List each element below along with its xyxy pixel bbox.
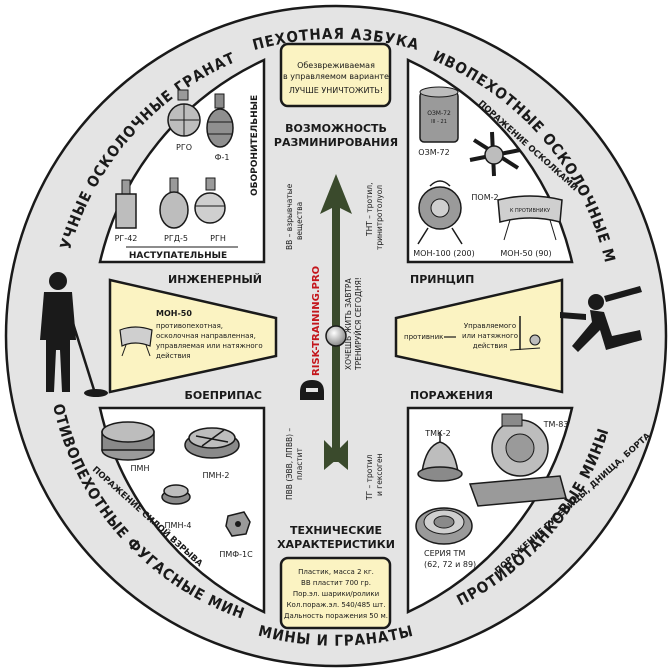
mine-label-pmn4: ПМН-4 bbox=[165, 521, 192, 530]
mine-label-pmn: ПМН bbox=[131, 464, 150, 473]
svg-text:III - 21: III - 21 bbox=[431, 119, 447, 125]
mine-label-ozm72: ОЗМ-72 bbox=[418, 148, 449, 157]
right-panel-line2: или натяжного bbox=[462, 332, 518, 340]
tnt-note-1: ТНТ – тротил, bbox=[365, 183, 374, 237]
grenades-offensive-label: НАСТУПАТЕЛЬНЫЕ bbox=[129, 251, 227, 261]
pom2-mine-icon bbox=[469, 131, 521, 177]
quadrant-at-mines: ПОРАЖЕНИЕ ГУСЕНИЦЫ, ДНИЩА, БОРТА ТМК-2 Т… bbox=[406, 406, 653, 614]
motto-line2: ТРЕНИРУЙСЯ СЕГОДНЯ! bbox=[354, 277, 363, 371]
center-left-upper-label: ИНЖЕНЕРНЫЙ bbox=[168, 273, 262, 286]
tg-note-2: и гексоген bbox=[375, 453, 384, 496]
pmf1s-mine-icon bbox=[225, 511, 251, 537]
ozm72-mine-icon: ОЗМ-72 III - 21 bbox=[419, 86, 459, 143]
top-note-line3: ЛУЧШЕ УНИЧТОЖИТЬ! bbox=[289, 86, 383, 95]
bottom-note-line2: ВВ пластит 700 гр. bbox=[301, 579, 371, 587]
left-info-panel: МОН-50 противопехотная, осколочная напра… bbox=[108, 278, 278, 394]
center-bottom-label-2: ХАРАКТЕРИСТИКИ bbox=[277, 538, 395, 551]
tnt-note-2: тринитротолуол bbox=[375, 185, 384, 250]
site-brand: RISK-TRAINING.PRO bbox=[311, 266, 322, 376]
grenade-label-rgd5: РГД-5 bbox=[164, 234, 188, 243]
bottom-note: Пластик, масса 2 кг. ВВ пластит 700 гр. … bbox=[279, 556, 392, 630]
center-arrow bbox=[320, 174, 352, 470]
grenade-label-rgn: РГН bbox=[210, 234, 226, 243]
f1-grenade-icon bbox=[206, 93, 234, 148]
right-panel-line1: Управляемого bbox=[464, 322, 516, 330]
quadrant-blast-mines: ПОРАЖЕНИЕ СИЛОЙ ВЗРЫВА ПМН ПМН-2 ПМН-4 П… bbox=[90, 406, 266, 614]
falling-soldier-silhouette-icon bbox=[560, 286, 642, 352]
mon100-mine-icon bbox=[417, 180, 463, 245]
left-panel-line2: осколочная направленная, bbox=[156, 332, 256, 340]
mine-label-pmf1s: ПМФ-1С bbox=[219, 550, 253, 559]
pmn4-mine-icon bbox=[161, 484, 191, 505]
helmet-logo-icon bbox=[300, 380, 324, 400]
grenade-label-rg42: РГ-42 bbox=[115, 234, 138, 243]
mine-label-mon50: МОН-50 (90) bbox=[500, 249, 551, 258]
center-right-lower-label: ПОРАЖЕНИЯ bbox=[410, 389, 493, 402]
rgn-grenade-icon bbox=[194, 177, 226, 224]
pmn-mine-icon bbox=[101, 421, 155, 461]
top-note: Обезвреживаемая в управляемом варианте Л… bbox=[279, 42, 392, 108]
center-bottom-label-1: ТЕХНИЧЕСКИЕ bbox=[290, 524, 382, 537]
pvv-note-1: ПВВ (ЭВВ, ЛПВВ) – bbox=[285, 428, 294, 500]
motto-line1: ХОЧЕШЬ ЖИТЬ ЗАВТРА bbox=[344, 278, 353, 370]
mine-label-pom2: ПОМ-2 bbox=[471, 193, 498, 202]
left-panel-line3: управляемая или натяжного bbox=[156, 342, 263, 350]
grenades-defensive-label: ОБОРОНИТЕЛЬНЫЕ bbox=[250, 95, 260, 196]
tm-series-mine-icon bbox=[415, 507, 473, 545]
bottom-note-line5: Дальность поражения 50 м. bbox=[284, 612, 388, 620]
bottom-note-line4: Кол.пораж.эл. 540/485 шт. bbox=[287, 601, 386, 609]
tg-note-1: ТГ – тротил bbox=[365, 454, 374, 501]
mine-label-pmn2: ПМН-2 bbox=[203, 471, 230, 480]
svg-text:ОЗМ-72: ОЗМ-72 bbox=[427, 110, 451, 117]
center-top-label-2: РАЗМИНИРОВАНИЯ bbox=[274, 136, 398, 149]
pmn2-mine-icon bbox=[184, 427, 240, 459]
rgd5-grenade-icon bbox=[159, 177, 189, 229]
right-info-panel: противник Управляемого или натяжного дей… bbox=[394, 278, 564, 394]
rg42-grenade-icon bbox=[115, 179, 137, 229]
bottom-note-line3: Пор.эл. шарики/ролики bbox=[293, 590, 379, 598]
right-panel-line3: действия bbox=[473, 342, 508, 350]
mine-label-mon100: МОН-100 (200) bbox=[413, 249, 474, 258]
mon50-small-icon bbox=[119, 326, 153, 357]
bottom-note-line1: Пластик, масса 2 кг. bbox=[298, 568, 374, 576]
top-note-line1: Обезвреживаемая bbox=[297, 61, 375, 70]
mine-label-tmk2: ТМК-2 bbox=[424, 429, 450, 438]
left-panel-line4: действия bbox=[156, 352, 191, 360]
grenade-label-f1: Ф-1 bbox=[215, 153, 230, 162]
tm83-mine-icon bbox=[468, 413, 567, 507]
top-note-line2: в управляемом варианте bbox=[283, 72, 389, 81]
center-left-lower-label: БОЕПРИПАС bbox=[184, 389, 262, 402]
rgo-grenade-icon bbox=[167, 89, 201, 137]
tmk2-mine-icon bbox=[417, 432, 463, 482]
center-right-upper-label: ПРИНЦИП bbox=[410, 273, 474, 286]
left-panel-title: МОН-50 bbox=[156, 309, 192, 318]
grenade-label-rgo: РГО bbox=[176, 143, 192, 152]
svg-text:К ПРОТИВНИКУ: К ПРОТИВНИКУ bbox=[510, 208, 550, 214]
tm-series-label: СЕРИЯ ТМ bbox=[424, 549, 465, 558]
sapper-silhouette-icon bbox=[40, 272, 108, 397]
tm-series-sublabel: (62, 72 и 89) bbox=[424, 560, 476, 569]
pvv-note-2: пластит bbox=[295, 447, 304, 480]
center-top-label-1: ВОЗМОЖНОСТЬ bbox=[285, 122, 387, 135]
right-panel-enemy: противник bbox=[404, 333, 443, 341]
quadrant-grenades: ОБОРОНИТЕЛЬНЫЕ НАСТУПАТЕЛЬНЫЕ РГО Ф-1 РГ… bbox=[98, 58, 266, 264]
vv-note-1: ВВ – взрывчатые bbox=[285, 183, 294, 250]
mine-label-tm83: ТМ-83 bbox=[543, 420, 569, 429]
left-panel-line1: противопехотная, bbox=[156, 322, 223, 330]
tripwire-icon bbox=[509, 316, 541, 351]
mon50-mine-icon: К ПРОТИВНИКУ bbox=[497, 195, 563, 241]
vv-note-2: вещества bbox=[295, 202, 304, 240]
